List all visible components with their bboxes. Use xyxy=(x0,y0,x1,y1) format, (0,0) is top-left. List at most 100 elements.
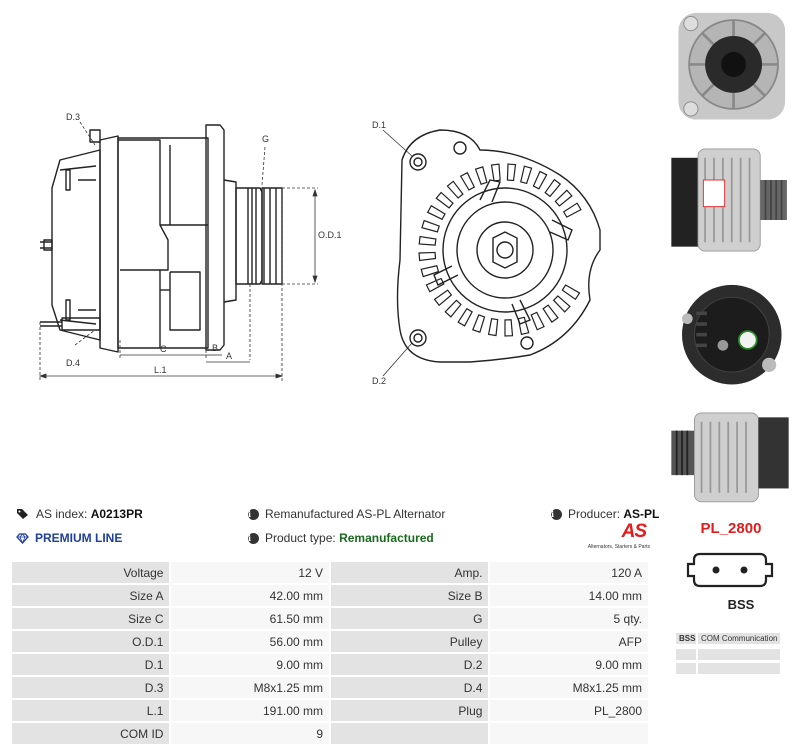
info-circle-icon: i xyxy=(248,532,259,544)
as-index-label: AS index: xyxy=(36,507,88,521)
spec-label: Amp. xyxy=(328,560,491,585)
spec-label: Pulley xyxy=(328,629,491,654)
product-type-label: Product type: xyxy=(265,531,336,545)
spec-label: Size C xyxy=(9,606,172,631)
info-circle-icon: i xyxy=(248,508,259,520)
spec-label: D.1 xyxy=(9,652,172,677)
plug-pin-row xyxy=(676,663,780,674)
photo-side xyxy=(662,140,798,260)
cooling-fin xyxy=(490,163,501,182)
cooling-fin xyxy=(504,319,514,337)
producer-label: Producer: xyxy=(568,507,621,521)
spec-label: Plug xyxy=(328,698,491,723)
spec-value: PL_2800 xyxy=(488,698,650,723)
plug-connector-icon xyxy=(686,552,774,588)
spec-value: 42.00 mm xyxy=(169,583,331,608)
spec-value: 12 V xyxy=(169,560,331,585)
cooling-fin xyxy=(554,189,573,207)
cooling-fin xyxy=(459,171,476,191)
spec-value: 120 A xyxy=(488,560,650,585)
spec-value: 56.00 mm xyxy=(169,629,331,654)
spec-label: D.3 xyxy=(9,675,172,700)
spec-value: 61.50 mm xyxy=(169,606,331,631)
as-index-value: A0213PR xyxy=(90,507,143,521)
spec-value: AFP xyxy=(488,629,650,654)
product-type-value: Remanufactured xyxy=(339,531,434,545)
pin-code: BSS xyxy=(676,633,698,644)
spec-label: L.1 xyxy=(9,698,172,723)
photo-front xyxy=(662,4,798,124)
label-a: A xyxy=(226,351,232,361)
cooling-fin xyxy=(444,299,462,318)
cooling-fin xyxy=(457,307,473,327)
cooling-fin xyxy=(562,202,582,218)
label-b: B xyxy=(212,343,218,353)
spec-label: Size B xyxy=(328,583,491,608)
label-g: G xyxy=(262,134,269,144)
plug-code: PL_2800 xyxy=(700,520,762,537)
description-text: Remanufactured AS-PL Alternator xyxy=(265,507,446,521)
diamond-icon xyxy=(16,532,29,544)
cooling-fin xyxy=(561,284,581,301)
cooling-fin xyxy=(426,204,446,221)
cooling-fin xyxy=(420,265,440,278)
producer-value: AS-PL xyxy=(623,507,660,521)
cooling-fin xyxy=(532,170,548,190)
spec-label: Voltage xyxy=(9,560,172,585)
spec-value: M8x1.25 mm xyxy=(169,675,331,700)
label-c: C xyxy=(160,344,167,354)
cooling-fin xyxy=(421,219,440,233)
cooling-fin xyxy=(435,191,454,209)
cooling-fin xyxy=(542,304,559,323)
cooling-fin xyxy=(544,178,562,198)
pin-description xyxy=(698,663,780,674)
spec-value: 14.00 mm xyxy=(488,583,650,608)
premium-line-label: PREMIUM LINE xyxy=(35,531,123,545)
spec-label xyxy=(328,721,491,746)
pin-code xyxy=(676,663,698,674)
label-d4: D.4 xyxy=(66,358,80,368)
spec-value: 5 qty. xyxy=(488,606,650,631)
label-l1: L.1 xyxy=(154,365,167,375)
spec-label: Size A xyxy=(9,583,172,608)
cooling-fin xyxy=(471,314,486,334)
cooling-fin xyxy=(425,277,445,293)
photo-pulley-side xyxy=(662,404,798,524)
cooling-fin xyxy=(418,235,437,246)
producer: i Producer: AS-PL xyxy=(551,507,659,521)
cooling-fin xyxy=(433,289,453,307)
product-description: i Remanufactured AS-PL Alternator xyxy=(248,507,445,521)
cooling-fin xyxy=(530,311,545,331)
logo-tagline: Alternators, Starters & Parts xyxy=(587,544,650,550)
product-type: i Product type: Remanufactured xyxy=(248,531,434,545)
cooling-fin xyxy=(446,180,464,199)
plug-pin-row xyxy=(676,649,780,660)
spec-value: M8x1.25 mm xyxy=(488,675,650,700)
cooling-fin xyxy=(552,295,571,313)
spec-label: COM ID xyxy=(9,721,172,746)
cooling-fin xyxy=(520,165,533,185)
cooling-fin xyxy=(506,163,517,182)
photo-rear xyxy=(662,276,798,396)
spec-value: 9.00 mm xyxy=(169,652,331,677)
label-d3: D.3 xyxy=(66,112,80,122)
label-d2: D.2 xyxy=(372,376,386,386)
premium-line: PREMIUM LINE xyxy=(16,531,122,545)
spec-value: 9.00 mm xyxy=(488,652,650,677)
cooling-fin xyxy=(474,166,488,185)
as-index: AS index: A0213PR xyxy=(16,507,143,521)
pin-description xyxy=(698,649,780,660)
producer-logo: AS Alternators, Starters & Parts xyxy=(586,521,650,553)
tags-icon xyxy=(17,509,28,519)
spec-label: O.D.1 xyxy=(9,629,172,654)
